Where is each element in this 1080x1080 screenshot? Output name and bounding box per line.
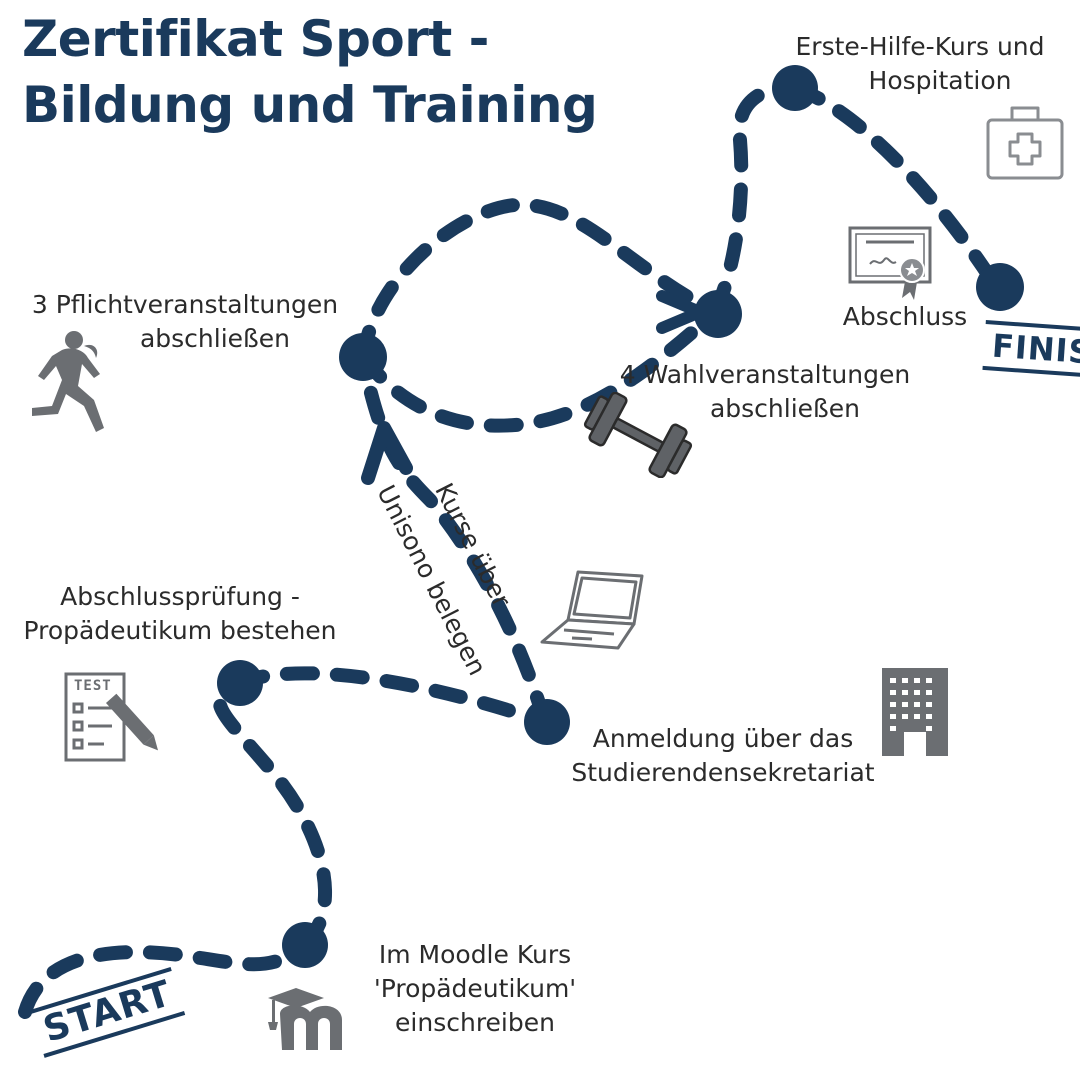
path-segment-start	[18, 938, 312, 1019]
node-registration	[524, 699, 570, 745]
test-sheet-icon: TEST	[62, 670, 172, 764]
node-elective	[694, 290, 742, 338]
step-firstaid-label: Erste-Hilfe-Kurs und Hospitation	[795, 32, 1045, 95]
node-mandatory	[339, 333, 387, 381]
step-moodle-label: Im Moodle Kurs 'Propädeutikum' einschrei…	[373, 940, 577, 1037]
finish-stamp: FINISH	[982, 320, 1080, 380]
building-icon	[882, 668, 948, 756]
title-line-1: Zertifikat Sport -	[22, 10, 489, 68]
dumbbell-icon	[583, 392, 693, 478]
certificate-icon	[848, 226, 932, 300]
path-segment-moodle-exam	[212, 676, 332, 952]
step-exam-label: Abschlussprüfung - Propädeutikum bestehe…	[23, 582, 337, 645]
step-registration-label: Anmeldung über das Studierendensekretari…	[571, 724, 875, 787]
node-moodle	[282, 922, 328, 968]
step-elective-label: 4 Wahlveranstaltungen abschließen	[619, 360, 911, 423]
step-mandatory-label: 3 Pflichtveranstaltungen abschließen	[31, 290, 339, 353]
path-segment-mandatory-loop-bottom	[356, 305, 722, 433]
page-title: Zertifikat Sport - Bildung und Training	[22, 6, 598, 138]
path-segment-firstaid-finish	[788, 81, 1002, 292]
first-aid-kit-icon	[986, 106, 1064, 180]
path-segment-exam-registration	[231, 666, 552, 729]
runner-icon	[32, 331, 104, 432]
test-sheet-text: TEST	[74, 678, 112, 694]
node-firstaid	[772, 65, 818, 111]
title-line-2: Bildung und Training	[22, 76, 598, 134]
laptop-icon	[540, 570, 644, 650]
arrow-up-head	[361, 421, 413, 485]
path-segment-mandatory-loop-top	[356, 197, 722, 364]
node-exam	[217, 660, 263, 706]
step-degree-label: Abschluss	[842, 302, 968, 331]
path-segment-elective-firstaid	[708, 80, 802, 319]
moodle-logo-icon	[268, 988, 342, 1050]
node-finish	[976, 263, 1024, 311]
path-segment-registration-mandatory	[356, 350, 552, 729]
